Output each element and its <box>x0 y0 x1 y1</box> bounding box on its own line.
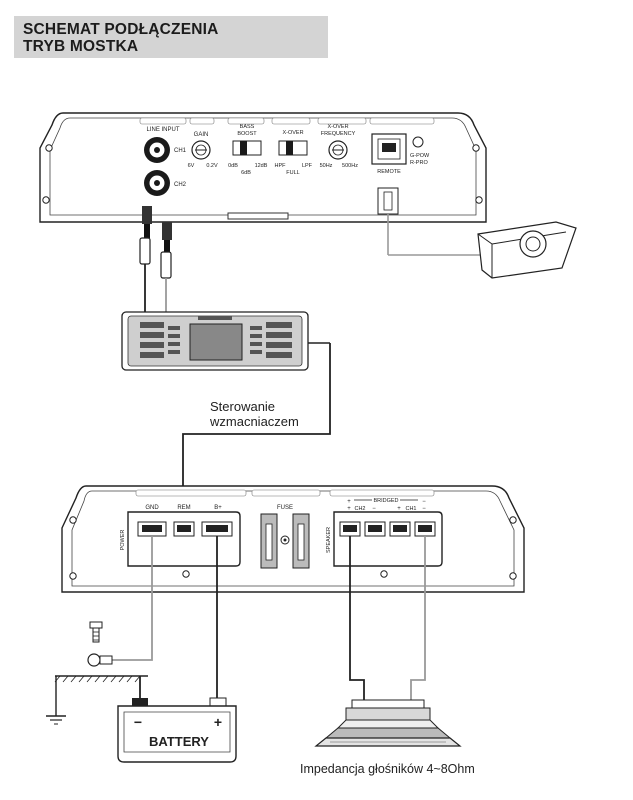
line-input-label: LINE INPUT <box>146 127 179 133</box>
screw-icon <box>472 144 480 152</box>
gpow-label: G-POW <box>410 153 430 159</box>
screw-icon <box>509 516 517 524</box>
amplifier-power-panel: POWER GND REM B+ FUSE SPEAKER BRIDGED + … <box>61 485 525 593</box>
gain-max-label: 0.2V <box>206 163 218 169</box>
radio-display-icon <box>189 323 243 361</box>
status-led-icon <box>412 136 424 148</box>
remote-label: REMOTE <box>377 169 401 175</box>
bridged-plus-label: + <box>347 499 351 505</box>
lpf-label: LPF <box>302 163 313 169</box>
ch2-label: CH2 <box>354 506 365 512</box>
power-terminal-block <box>127 511 241 567</box>
impedance-caption: Impedancja głośników 4~8Ohm <box>300 762 475 776</box>
remote-bass-knob <box>477 221 577 279</box>
ch1-label: CH1 <box>174 148 187 154</box>
speaker-wire-negative <box>349 536 365 702</box>
bplus-label: B+ <box>214 505 222 511</box>
battery-label: BATTERY <box>149 734 209 749</box>
xover-freq-label-2: FREQUENCY <box>321 131 356 137</box>
speaker-icon <box>314 699 462 747</box>
power-label: POWER <box>120 530 126 551</box>
car-radio-head-unit <box>121 311 330 371</box>
control-label-line-1: Sterowanie <box>210 399 276 414</box>
ground-bolt-icon <box>89 621 103 643</box>
freq-min-label: 50Hz <box>320 163 333 169</box>
battery-minus-label: − <box>134 714 142 730</box>
screw-icon <box>69 516 77 524</box>
bridged-minus-label: − <box>422 499 426 505</box>
screw-icon <box>475 196 483 204</box>
ch1-minus-label: − <box>422 506 426 512</box>
ch2-label: CH2 <box>174 182 187 188</box>
remote-knob-icon <box>519 230 547 258</box>
boost-label: BOOST <box>237 131 257 137</box>
ground-wire <box>112 536 153 661</box>
screw-icon <box>380 570 388 578</box>
remote-wire <box>182 343 331 496</box>
bass-label: BASS <box>240 124 255 130</box>
title-line-1: SCHEMAT PODŁĄCZENIA <box>23 21 219 38</box>
full-label: FULL <box>286 170 299 176</box>
amplifier-input-panel: LINE INPUT CH1 CH2 GAIN 6V 0.2V BASS BOO… <box>39 112 487 256</box>
speaker-label: SPEAKER <box>326 527 332 553</box>
gain-min-label: 6V <box>188 163 195 169</box>
xover-freq-label-1: X-OVER <box>327 124 348 130</box>
bass-0db-label: 0dB <box>228 163 238 169</box>
rem-label: REM <box>177 505 190 511</box>
bass-6db-label: 6dB <box>241 170 251 176</box>
bridged-label: BRIDGED <box>373 498 398 504</box>
xover-label: X-OVER <box>282 130 303 136</box>
chassis-ground-icon <box>46 675 148 725</box>
fuse-label: FUSE <box>277 505 293 511</box>
battery-icon: − + BATTERY <box>117 697 237 763</box>
rca-cables <box>139 206 172 313</box>
title-line-2: TRYB MOSTKA <box>23 38 139 55</box>
screw-icon <box>69 572 77 580</box>
hpf-label: HPF <box>275 163 287 169</box>
control-label-line-2: wzmacniaczem <box>210 414 299 429</box>
ch2-minus-label: − <box>372 506 376 512</box>
rpro-label: R-PRO <box>410 160 428 166</box>
speaker-wire-positive <box>410 536 426 702</box>
screw-icon <box>182 570 190 578</box>
gain-label: GAIN <box>194 132 209 138</box>
diagram-title-box: SCHEMAT PODŁĄCZENIA TRYB MOSTKA <box>14 16 328 58</box>
control-label: Sterowanie wzmacniaczem <box>210 399 299 429</box>
screw-icon <box>509 572 517 580</box>
screw-icon <box>42 196 50 204</box>
ch1-label: CH1 <box>405 506 416 512</box>
ch1-plus-label: + <box>397 506 401 512</box>
screw-icon <box>45 144 53 152</box>
ch2-plus-label: + <box>347 506 351 512</box>
ring-terminal-icon <box>87 653 113 667</box>
battery-plus-label: + <box>214 714 222 730</box>
bass-12db-label: 12dB <box>255 163 268 169</box>
gnd-label: GND <box>145 505 159 511</box>
freq-max-label: 500Hz <box>342 163 358 169</box>
